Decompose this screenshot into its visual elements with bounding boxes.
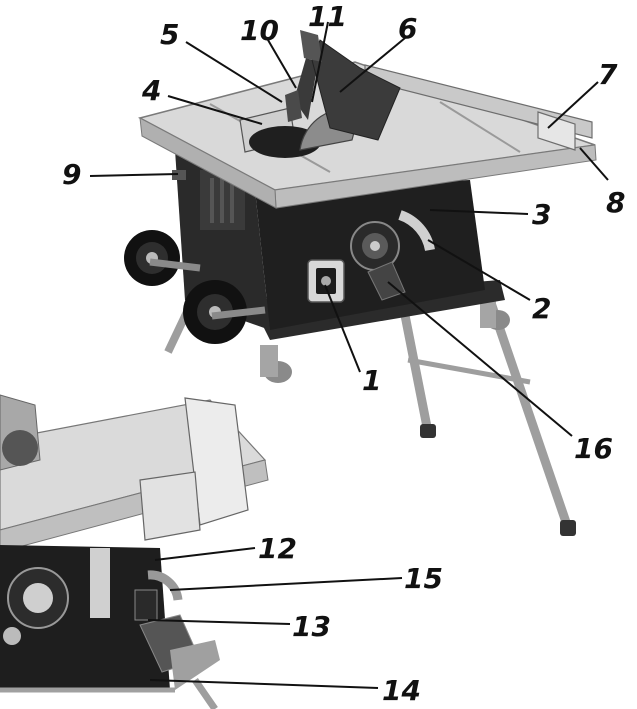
wheel-left: [124, 230, 180, 286]
leader-12: [154, 547, 256, 561]
callout-2: 2: [532, 292, 551, 325]
callout-15: 15: [404, 562, 443, 595]
top-view: [124, 30, 597, 536]
callout-1: 1: [362, 364, 381, 397]
leader-2: [427, 239, 531, 301]
callout-8: 8: [606, 186, 625, 219]
on-off-switch: [307, 259, 345, 303]
bevel-scale: [398, 210, 435, 252]
leader-9: [89, 173, 179, 177]
leader-11: [311, 21, 329, 103]
leader-1: [324, 284, 361, 373]
dust-port: [300, 30, 322, 62]
leader-4: [167, 95, 263, 125]
callout-10: 10: [240, 14, 279, 47]
bevel-lock-lever: [367, 261, 406, 301]
foot-cap-icon: [420, 424, 436, 438]
blade-guard: [311, 39, 401, 141]
callout-6: 6: [398, 12, 417, 45]
callout-7: 7: [598, 58, 618, 91]
leader-6: [339, 37, 406, 93]
leader-10: [267, 39, 297, 89]
leader-14: [149, 679, 379, 689]
leader-lines: [89, 21, 609, 689]
callout-4: 4: [141, 74, 161, 107]
blade-height-handwheel: [350, 221, 400, 271]
foot-cap-icon: [560, 520, 576, 536]
callout-16: 16: [574, 432, 613, 465]
wheel-front: [183, 280, 247, 344]
leader-7: [547, 81, 599, 129]
callout-3: 3: [532, 198, 551, 231]
leader-15: [169, 577, 403, 591]
callout-labels: 1 2 3 4 5 6 7 8 9 10 11 12 13 14 15 16: [62, 0, 625, 707]
callout-9: 9: [62, 158, 81, 191]
leader-13: [147, 619, 291, 625]
callout-13: 13: [292, 610, 331, 643]
rip-fence-clamp: [537, 111, 576, 151]
callout-14: 14: [382, 674, 421, 707]
leader-8: [579, 147, 609, 181]
leader-3: [429, 209, 529, 215]
leader-16: [387, 281, 573, 437]
callout-12: 12: [258, 532, 297, 565]
leader-5: [185, 41, 283, 103]
callout-5: 5: [160, 18, 179, 51]
callout-11: 11: [308, 0, 347, 33]
stand-legs: [164, 293, 576, 536]
detail-view: [0, 394, 269, 709]
